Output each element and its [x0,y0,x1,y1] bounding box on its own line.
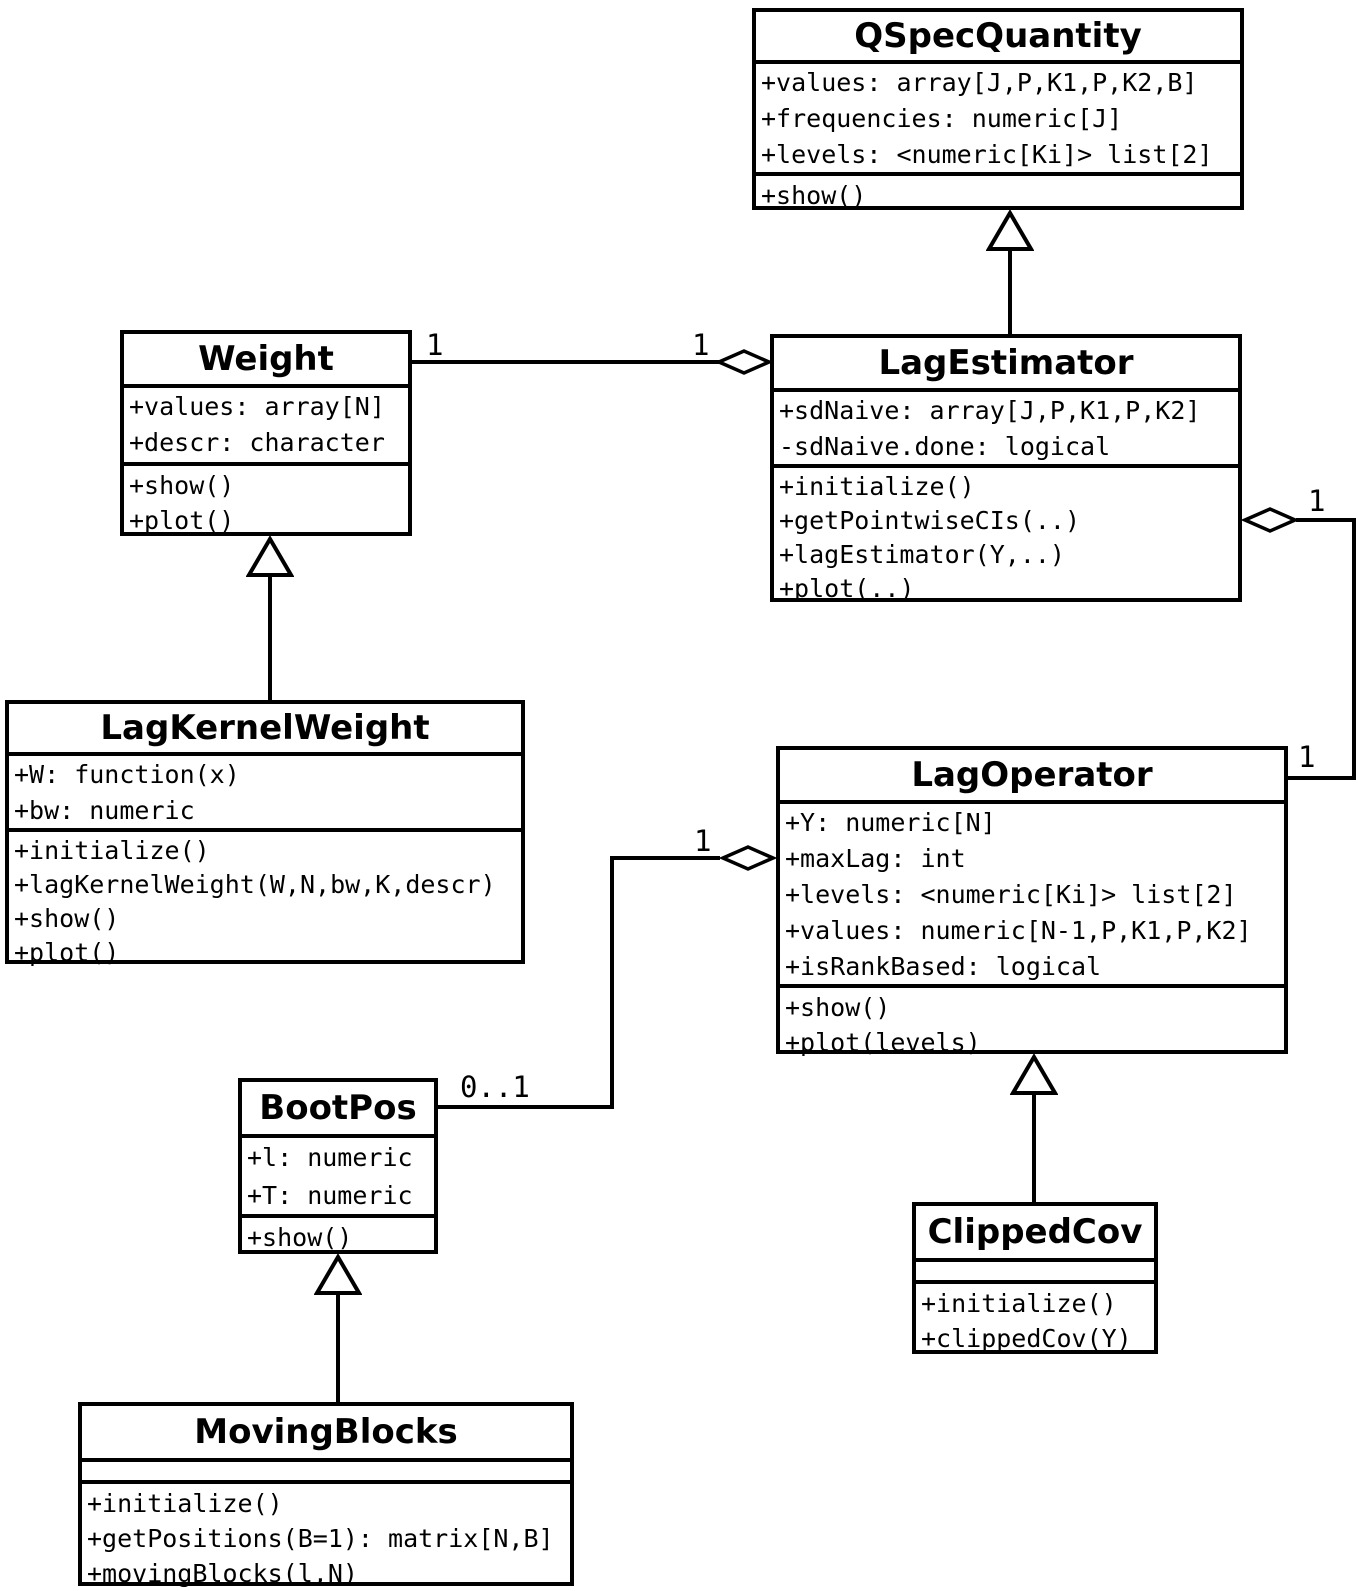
attribute-line: +values: array[N] [129,392,385,421]
method-line: +initialize() [14,836,210,865]
class-name: QSpecQuantity [756,12,1240,64]
method-line: +show() [129,471,235,500]
inheritance-triangle-icon [1010,1054,1058,1095]
method-line: +clippedCov(Y) [921,1324,1132,1353]
class-name: ClippedCov [916,1206,1154,1262]
class-movingblocks: MovingBlocks +initialize() +getPositions(… [78,1402,574,1588]
inheritance-triangle-icon [986,210,1034,251]
method-line: +initialize() [87,1489,283,1518]
inheritance-triangle-icon [314,1254,362,1295]
class-clippedcov: ClippedCov +initialize() +clippedCov(Y) [912,1202,1158,1354]
class-bootpos: BootPos +l: numeric +T: numeric +show() [238,1078,438,1254]
attribute-line: +values: numeric[N-1,P,K1,P,K2] [785,916,1252,945]
attributes-section: +W: function(x) +bw: numeric [9,756,521,832]
class-name: BootPos [242,1082,434,1138]
methods-section: +show() +plot(levels) [780,988,1284,1060]
method-line: +show() [14,904,120,933]
multiplicity-label: 1 [690,328,712,362]
inheritance-line-clippedcov-lagoperator [1032,1094,1036,1202]
attribute-line: +sdNaive: array[J,P,K1,P,K2] [779,396,1201,425]
inheritance-line-lagestimator-qspec [1008,250,1012,334]
method-line: +show() [247,1223,353,1252]
attributes-section [82,1462,570,1484]
inheritance-line-movingblocks-bootpos [336,1294,340,1402]
association-line-bootpos-lagoperator [438,1105,614,1109]
method-line: +lagEstimator(Y,..) [779,540,1065,569]
method-line: +getPointwiseCIs(..) [779,506,1081,535]
attribute-line: +frequencies: numeric[J] [761,104,1123,133]
inheritance-triangle-icon [246,536,294,577]
class-qspecquantity: QSpecQuantity +values: array[J,P,K1,P,K2… [752,8,1244,210]
attributes-section: +values: array[N] +descr: character [124,388,408,466]
attribute-line: +bw: numeric [14,796,195,825]
attribute-line: +values: array[J,P,K1,P,K2,B] [761,68,1198,97]
method-line: +plot() [14,938,120,967]
class-lagkernelweight: LagKernelWeight +W: function(x) +bw: nume… [5,700,525,967]
attribute-line: +descr: character [129,428,385,457]
methods-section: +initialize() +getPositions(B=1): matrix[… [82,1484,570,1591]
class-name: LagKernelWeight [9,704,521,756]
method-line: +plot(levels) [785,1028,981,1057]
attribute-line: +Y: numeric[N] [785,808,996,837]
class-name: LagOperator [780,750,1284,804]
multiplicity-label: 1 [692,824,714,858]
attributes-section [916,1262,1154,1284]
methods-section: +show() [756,176,1240,213]
method-line: +show() [761,181,867,210]
class-lagoperator: LagOperator +Y: numeric[N] +maxLag: int +l… [776,746,1288,1057]
class-weight: Weight +values: array[N] +descr: characte… [120,330,412,536]
attributes-section: +values: array[J,P,K1,P,K2,B] +frequencie… [756,64,1240,176]
multiplicity-label: 1 [1306,484,1328,518]
association-line-lagestimator-lagoperator [1296,518,1356,522]
class-name: LagEstimator [774,338,1238,392]
method-line: +lagKernelWeight(W,N,bw,K,descr) [14,870,496,899]
association-line-lagestimator-lagoperator [1288,776,1356,780]
attribute-line: +maxLag: int [785,844,966,873]
methods-section: +initialize() +lagKernelWeight(W,N,bw,K,d… [9,832,521,970]
association-line-lagestimator-lagoperator [1352,518,1356,780]
multiplicity-label: 0..1 [458,1070,532,1104]
attributes-section: +Y: numeric[N] +maxLag: int +levels: <nume… [780,804,1284,988]
association-line-bootpos-lagoperator [610,856,720,860]
method-line: +initialize() [779,472,975,501]
multiplicity-label: 1 [424,328,446,362]
multiplicity-label: 1 [1296,740,1318,774]
association-line-weight-lagestimator [412,360,720,364]
association-line-bootpos-lagoperator [610,856,614,1109]
attribute-line: +T: numeric [247,1181,413,1210]
aggregation-diamond-icon [716,349,772,375]
method-line: +plot(..) [779,574,915,603]
inheritance-line-lagkernelweight-weight [268,576,272,700]
class-name: Weight [124,334,408,388]
attribute-line: +W: function(x) [14,760,240,789]
methods-section: +initialize() +clippedCov(Y) [916,1284,1154,1356]
aggregation-diamond-icon [1242,507,1298,533]
class-name: MovingBlocks [82,1406,570,1462]
attribute-line: +isRankBased: logical [785,952,1102,981]
method-line: +initialize() [921,1289,1117,1318]
attribute-line: +levels: <numeric[Ki]> list[2] [761,140,1213,169]
method-line: +plot() [129,506,235,535]
aggregation-diamond-icon [720,845,776,871]
class-lagestimator: LagEstimator +sdNaive: array[J,P,K1,P,K2… [770,334,1242,603]
method-line: +movingBlocks(l,N) [87,1559,358,1588]
attribute-line: +levels: <numeric[Ki]> list[2] [785,880,1237,909]
attributes-section: +l: numeric +T: numeric [242,1138,434,1218]
methods-section: +initialize() +getPointwiseCIs(..) +lagEst… [774,468,1238,606]
method-line: +show() [785,993,891,1022]
method-line: +getPositions(B=1): matrix[N,B] [87,1524,554,1553]
attribute-line: -sdNaive.done: logical [779,432,1111,461]
attribute-line: +l: numeric [247,1143,413,1172]
attributes-section: +sdNaive: array[J,P,K1,P,K2] -sdNaive.don… [774,392,1238,468]
methods-section: +show() +plot() [124,466,408,538]
methods-section: +show() [242,1218,434,1255]
